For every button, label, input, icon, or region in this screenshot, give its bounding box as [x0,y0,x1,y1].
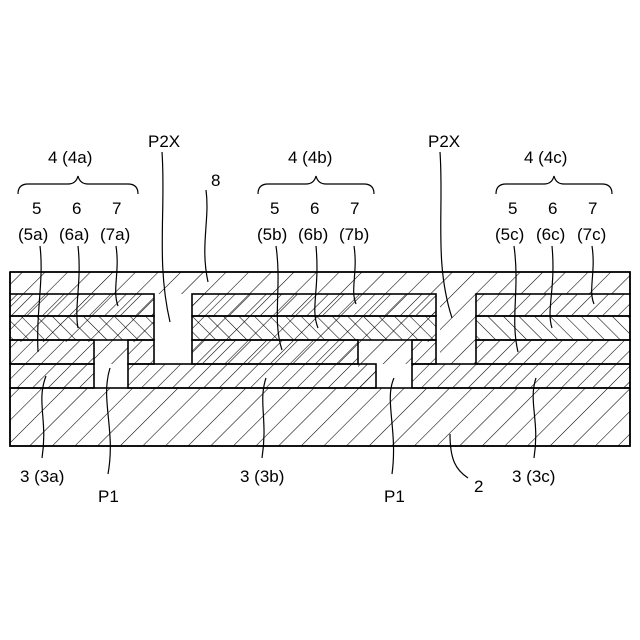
brace-4c [496,176,612,194]
cell-4a [10,294,154,364]
label-5a: (5a) [18,225,48,244]
group-label-4c: 4 (4c) [524,148,567,167]
label-5-4c: 5 [508,199,517,218]
label-p2x-right: P2X [428,132,460,151]
label-substrate-2: 2 [474,477,483,496]
label-6a: (6a) [59,225,89,244]
label-6-4b: 6 [310,199,319,218]
label-7-4c: 7 [588,199,597,218]
label-electrode-3b: 3 (3b) [240,467,284,486]
cell-4c [476,294,630,364]
label-layer-8: 8 [211,171,220,190]
label-7a: (7a) [100,225,130,244]
electrode-layer-3 [10,364,630,388]
label-p1-right: P1 [384,487,405,506]
label-6b: (6b) [298,225,328,244]
label-6-4a: 6 [72,199,81,218]
label-electrode-3c: 3 (3c) [512,467,555,486]
group-label-4b: 4 (4b) [288,148,332,167]
label-5c: (5c) [495,225,524,244]
label-5-4a: 5 [32,199,41,218]
label-7-4a: 7 [112,199,121,218]
label-p2x-left: P2X [148,132,180,151]
substrate-layer [10,388,630,446]
label-electrode-3a: 3 (3a) [20,467,64,486]
label-7c: (7c) [577,225,606,244]
brace-4b [258,176,374,194]
label-6-4c: 6 [548,199,557,218]
label-5-4b: 5 [270,199,279,218]
label-7-4b: 7 [350,199,359,218]
label-5b: (5b) [257,225,287,244]
label-p1-left: P1 [98,487,119,506]
label-7b: (7b) [339,225,369,244]
brace-4a [18,176,138,194]
group-label-4a: 4 (4a) [48,148,92,167]
label-6c: (6c) [536,225,565,244]
